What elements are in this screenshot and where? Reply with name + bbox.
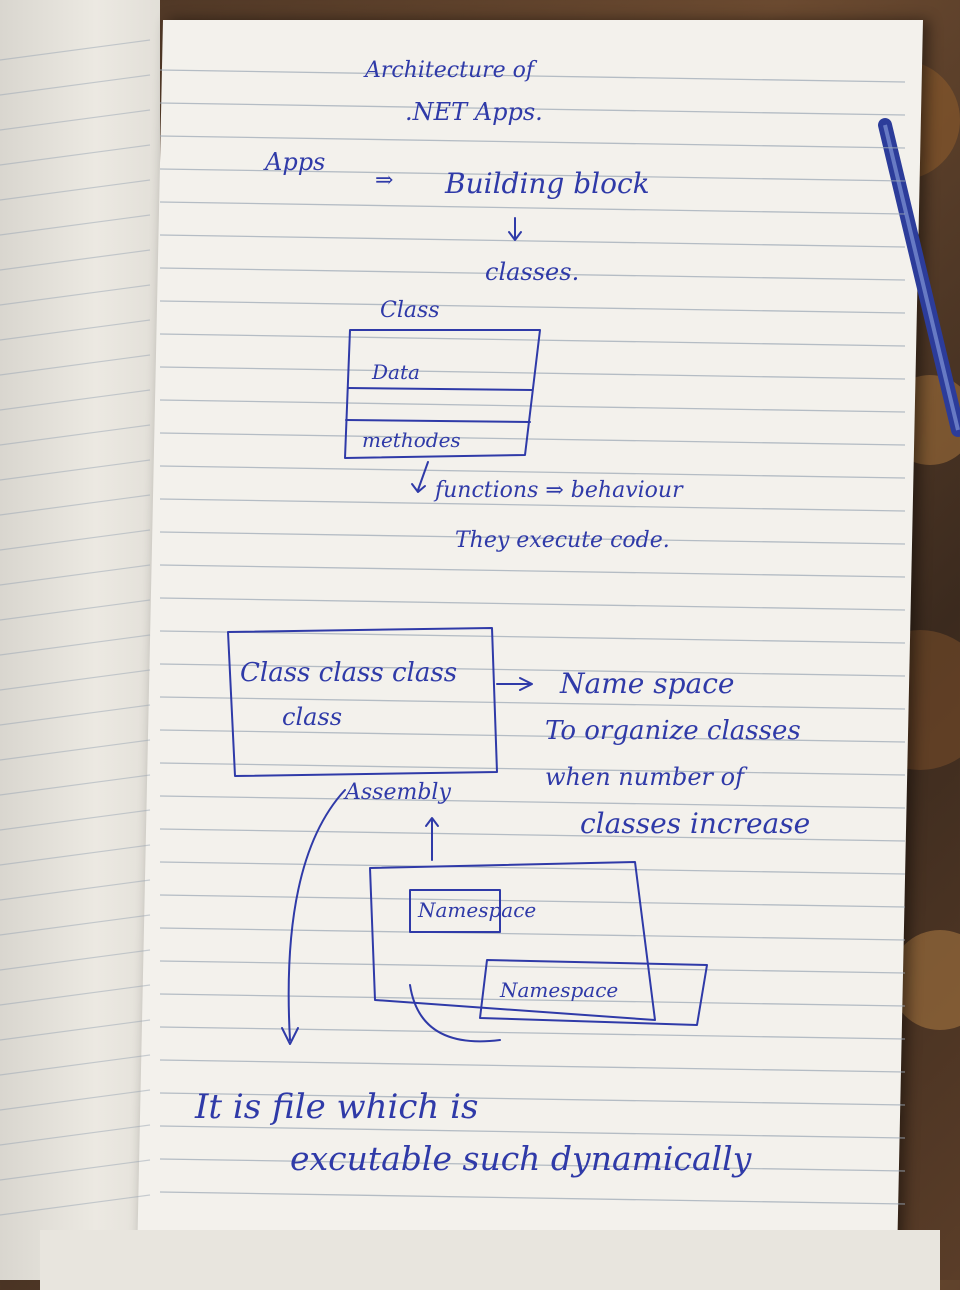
functions-line: functions ⇒ behaviour: [435, 478, 683, 503]
inner-namespace-1: Namespace: [418, 898, 537, 922]
footer-line-2: excutable such dynamically: [290, 1139, 752, 1178]
title-line-1: Architecture of: [365, 58, 535, 83]
namespace-box-line-2: class: [282, 703, 343, 731]
building-block-label: Building block: [445, 167, 650, 200]
arrow-up-icon: [425, 817, 439, 861]
class-box: [344, 329, 541, 459]
execute-line: They execute code.: [455, 528, 670, 553]
arrow-label: ⇒: [375, 168, 394, 193]
apps-label: Apps: [265, 148, 326, 176]
title-line-2: .NET Apps.: [405, 98, 543, 126]
namespace-box: [227, 627, 533, 777]
class-box-methods: methodes: [362, 428, 461, 452]
assembly-label: Assembly: [345, 780, 451, 805]
class-box-data: Data: [372, 360, 420, 384]
curved-arrow-icon: [281, 789, 346, 1045]
class-box-title: Class: [380, 298, 440, 323]
classes-label: classes.: [485, 258, 580, 286]
footer-line-1: It is file which is: [195, 1087, 479, 1127]
inner-namespace-2: Namespace: [500, 978, 619, 1002]
namespace-box-line-1: Class class class: [240, 658, 458, 688]
arrow-down-icon-2: [411, 461, 429, 493]
namespace-desc-2: when number of: [545, 763, 744, 791]
left-notebook-page: [0, 0, 160, 1280]
namespace-desc-3: classes increase: [580, 807, 811, 840]
namespace-label: Name space: [560, 667, 735, 700]
namespace-desc-1: To organize classes: [545, 716, 801, 746]
assembly-box: [369, 861, 708, 1043]
arrow-down-icon: [508, 217, 522, 241]
